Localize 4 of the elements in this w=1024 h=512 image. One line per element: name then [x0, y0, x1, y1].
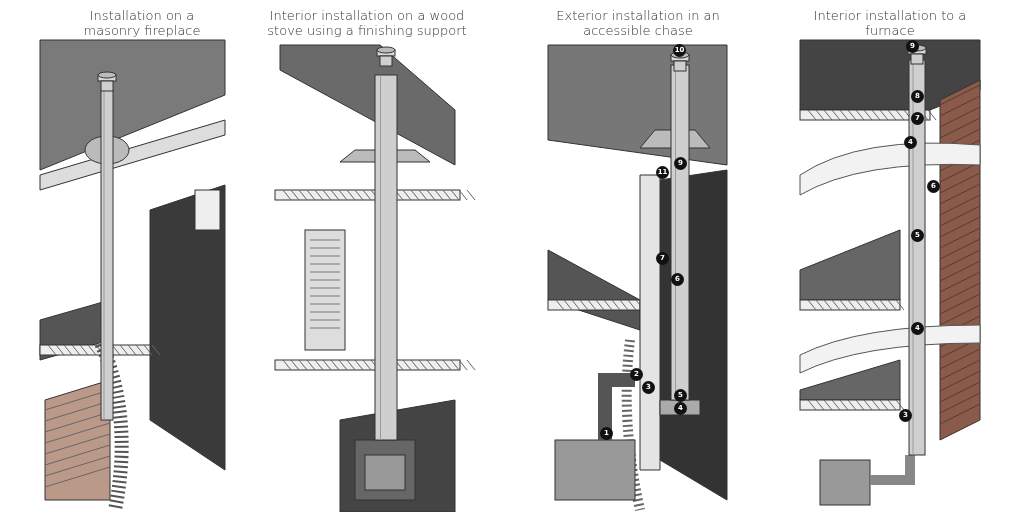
panel-heading: Exterior installation in an accessible chase [555, 8, 721, 38]
panel-heading: Interior installation to a furnace [812, 8, 968, 38]
panel-heading: Interior installation on a wood stove using a finishing support [266, 8, 468, 38]
panel-heading: Installation on a masonry fireplace [82, 8, 202, 38]
